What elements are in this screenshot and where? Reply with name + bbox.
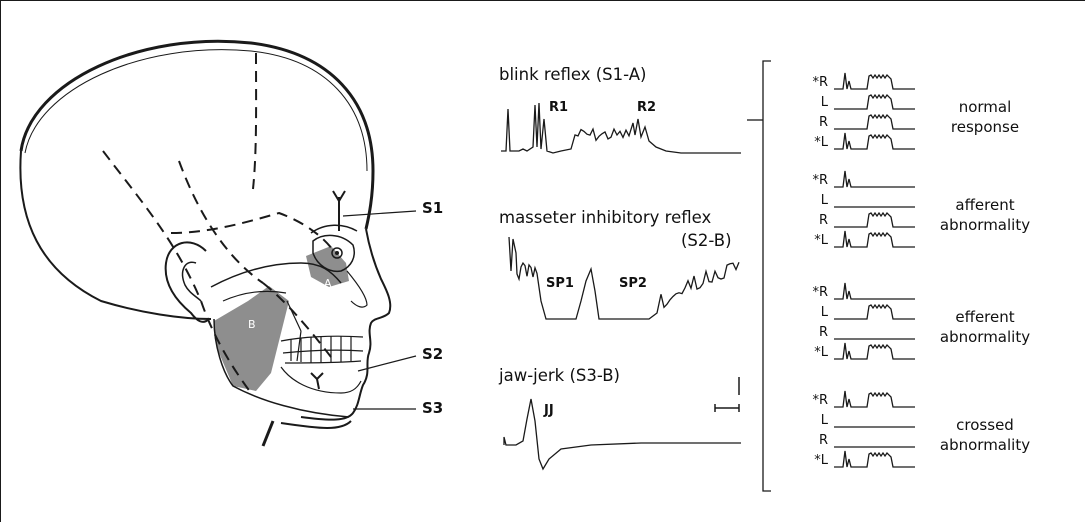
- head-illustration: [1, 1, 461, 522]
- jaw-jerk-trace: [504, 399, 741, 469]
- calibration-bar: [715, 377, 739, 412]
- teeth: [281, 336, 363, 363]
- jaw-jj-label: JJ: [544, 404, 554, 417]
- channel-label: *R: [798, 76, 828, 89]
- zone-label-a: A: [324, 278, 332, 289]
- channel-label: *R: [798, 394, 828, 407]
- site-label-s2: S2: [422, 347, 443, 362]
- channel-label: *L: [798, 136, 828, 149]
- channel-label: *L: [798, 454, 828, 467]
- zone-label-b: B: [248, 319, 256, 330]
- channel-label: R: [798, 116, 828, 129]
- blink-r1-label: R1: [549, 101, 568, 114]
- blink-r2-label: R2: [637, 101, 656, 114]
- response-trace: [834, 343, 915, 359]
- channel-label: L: [798, 306, 828, 319]
- blink-reflex-title: blink reflex (S1-A): [499, 67, 646, 84]
- response-trace: [834, 213, 915, 227]
- response-trace: [834, 95, 915, 109]
- channel-label: L: [798, 414, 828, 427]
- site-label-s1: S1: [422, 201, 443, 216]
- response-trace: [834, 171, 915, 187]
- nose: [347, 271, 367, 307]
- response-trace: [834, 73, 915, 89]
- mandible: [281, 367, 361, 393]
- response-trace: [834, 231, 915, 247]
- response-trace: [834, 115, 915, 129]
- zone-b-shading: [214, 286, 289, 391]
- channel-label: *L: [798, 346, 828, 359]
- site-leader-lines: [343, 211, 416, 409]
- channel-label: R: [798, 326, 828, 339]
- response-bracket: [763, 61, 771, 491]
- masseter-reflex-title: masseter inhibitory reflex: [499, 210, 711, 227]
- channel-label: L: [798, 96, 828, 109]
- mental-nerve: [311, 373, 323, 389]
- neck-front: [281, 421, 351, 428]
- masseter-sp2-label: SP2: [619, 277, 647, 290]
- channel-label: *L: [798, 234, 828, 247]
- jaw-jerk-title: jaw-jerk (S3-B): [499, 368, 620, 385]
- dermatome-boundaries: [103, 53, 335, 393]
- response-trace: [834, 133, 915, 149]
- response-trace: [834, 305, 915, 319]
- masseter-sp1-label: SP1: [546, 277, 574, 290]
- blink-reflex-trace: [501, 103, 741, 153]
- response-trace: [834, 391, 915, 407]
- neck-line: [20, 151, 211, 319]
- ear: [166, 242, 209, 321]
- channel-label: *R: [798, 286, 828, 299]
- masseter-reflex-subtitle: (S2-B): [681, 233, 732, 250]
- site-label-s3: S3: [422, 401, 443, 416]
- channel-label: L: [798, 194, 828, 207]
- channel-label: *R: [798, 174, 828, 187]
- channel-label: R: [798, 434, 828, 447]
- response-trace: [834, 451, 915, 467]
- response-trace: [834, 283, 915, 299]
- channel-label: R: [798, 214, 828, 227]
